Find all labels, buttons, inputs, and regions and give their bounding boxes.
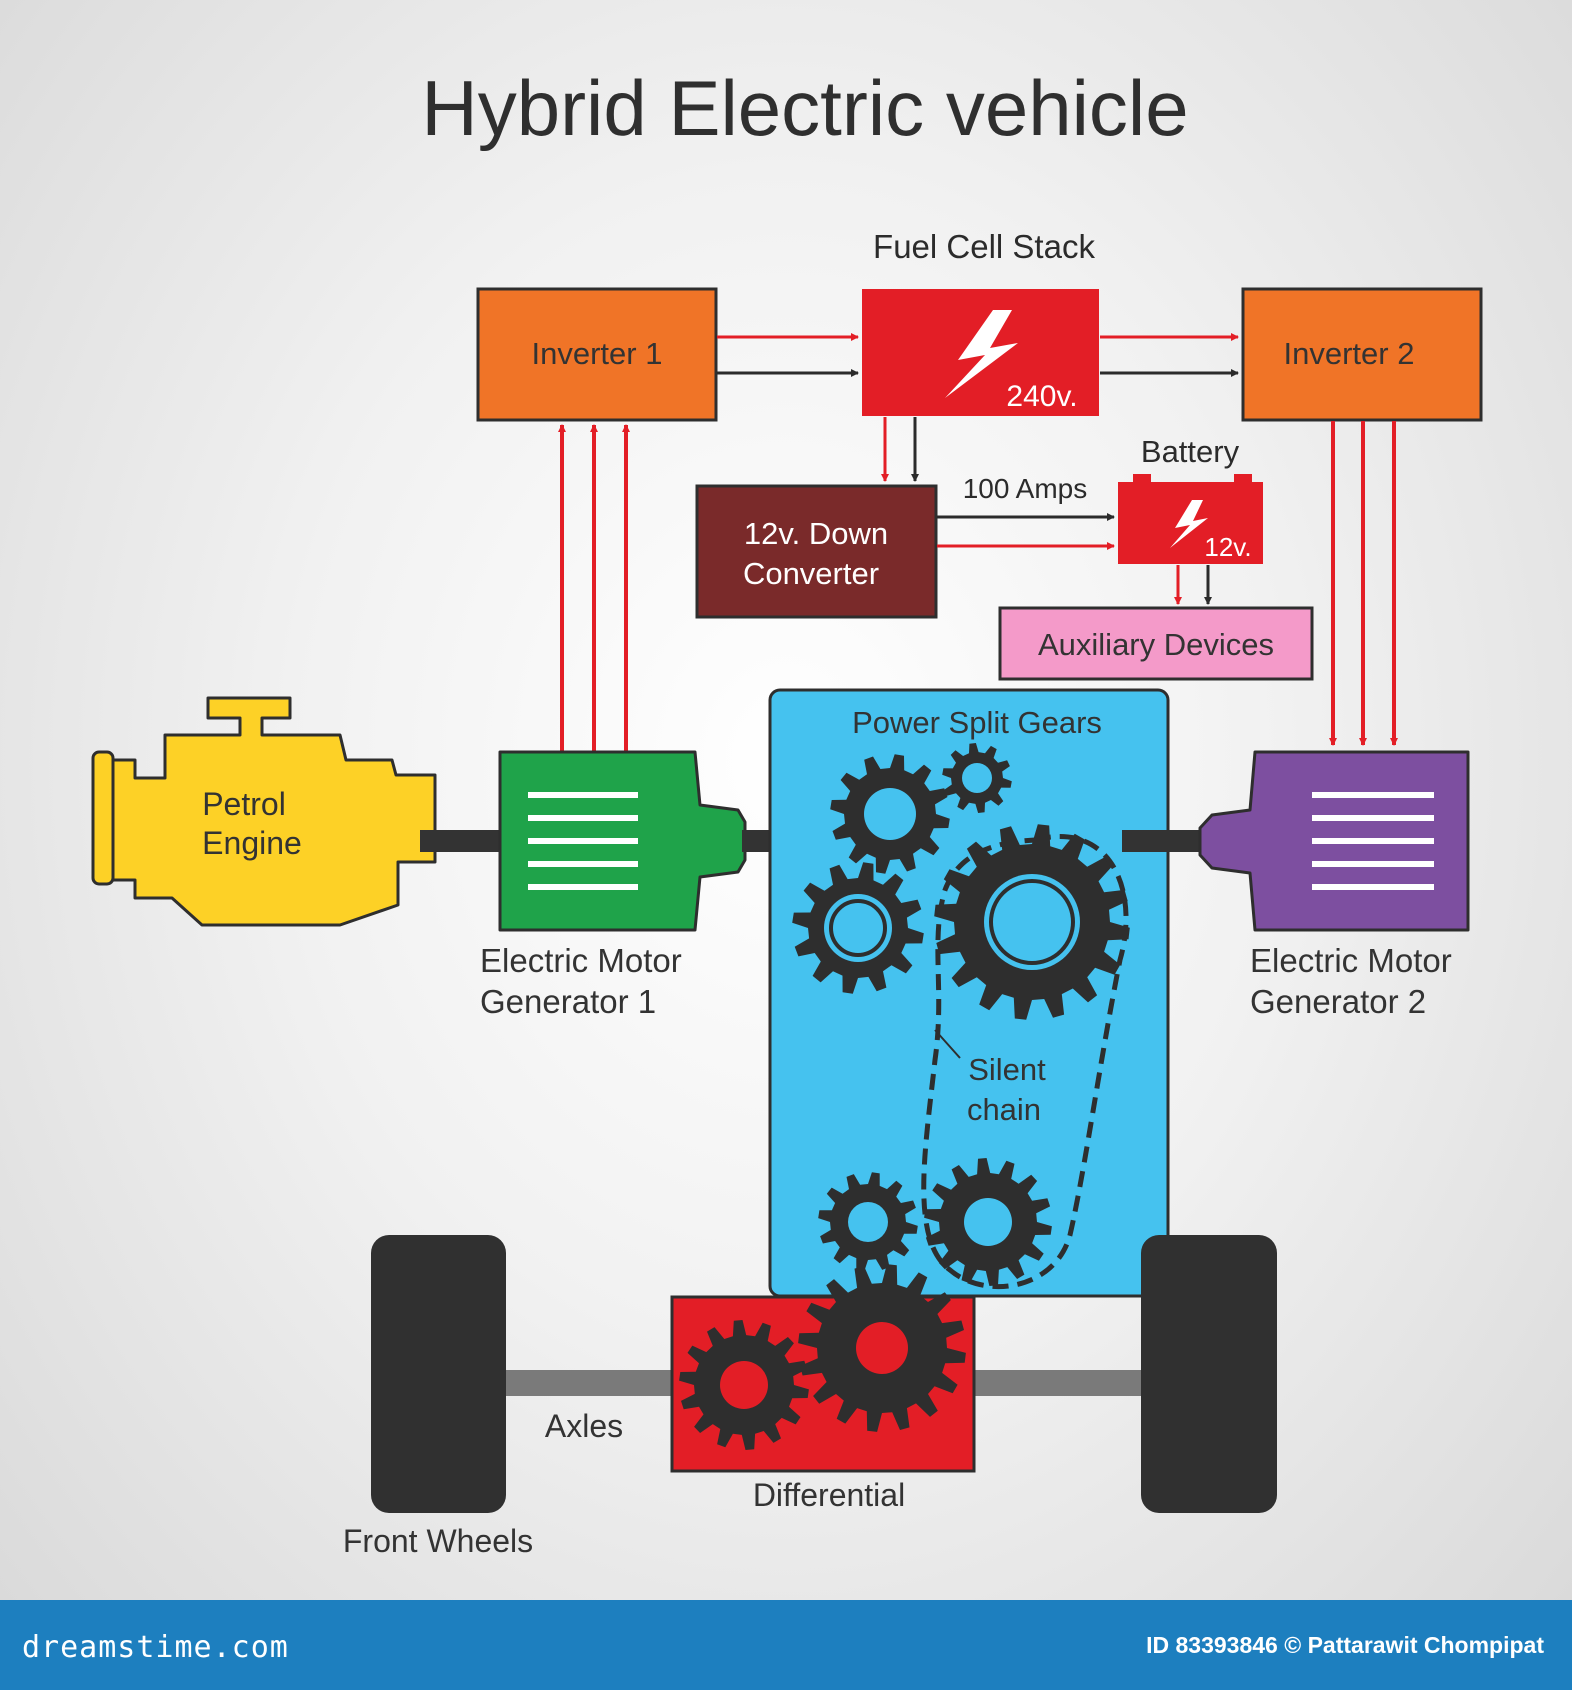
footer-site-name: dreamstime.com (22, 1630, 289, 1665)
gear-icon (830, 754, 950, 874)
differential-label: Differential (753, 1477, 905, 1513)
electric-motor-generator-2: Electric Motor Generator 2 (1198, 750, 1470, 1020)
down-converter-label-line1: 12v. Down (744, 516, 888, 551)
battery-box: 12v. (1118, 474, 1263, 564)
gear-icon (934, 824, 1130, 1020)
hybrid-vehicle-diagram: Hybrid Electric vehicle Fuel Cell Stack … (91, 64, 1483, 1559)
down-converter-label-line2: Converter (743, 556, 879, 591)
right-front-wheel (1141, 1235, 1277, 1513)
emg1-label-line1: Electric Motor (480, 942, 682, 979)
gear-icon (924, 1158, 1052, 1286)
petrol-engine: Petrol Engine (91, 696, 437, 927)
gear-icon (818, 1172, 918, 1272)
auxiliary-devices-box: Auxiliary Devices (998, 606, 1314, 681)
amps-label: 100 Amps (963, 473, 1088, 504)
axles-label: Axles (545, 1408, 623, 1444)
gear-icon (798, 1264, 966, 1432)
inverter-1-box: Inverter 1 (476, 287, 718, 422)
petrol-engine-label-line1: Petrol (202, 786, 286, 822)
emg2-shaft (1122, 830, 1202, 852)
power-split-label: Power Split Gears (852, 705, 1102, 740)
silent-chain-label-line2: chain (967, 1092, 1041, 1127)
inverter-2-label: Inverter 2 (1284, 336, 1415, 371)
down-converter-box: 12v. Down Converter (695, 484, 938, 619)
lightning-bolt-icon (945, 310, 1018, 398)
battery-lightning-icon (1170, 500, 1208, 548)
differential-gears-layer (679, 1264, 966, 1450)
emg2-label-line1: Electric Motor (1250, 942, 1452, 979)
emg2-vent-lines (1312, 792, 1434, 890)
front-wheels-label: Front Wheels (343, 1523, 533, 1559)
footer-bar: dreamstime.com ID 83393846 © Pattarawit … (0, 1600, 1572, 1690)
inverter-1-label: Inverter 1 (532, 336, 663, 371)
diagram-title: Hybrid Electric vehicle (421, 64, 1188, 152)
emg1-vent-lines (528, 792, 638, 890)
petrol-engine-label-line2: Engine (202, 825, 302, 861)
gear-icon (942, 743, 1012, 813)
emg1-label-line2: Generator 1 (480, 983, 656, 1020)
fuel-cell-stack-box: 240v. (862, 289, 1099, 416)
inverter-2-box: Inverter 2 (1241, 287, 1483, 422)
gear-icon (679, 1320, 809, 1450)
silent-chain: Silent chain (921, 834, 1129, 1290)
left-front-wheel (371, 1235, 506, 1513)
electric-motor-generator-1: Electric Motor Generator 1 (480, 750, 747, 1020)
voltage-12-label: 12v. (1204, 532, 1251, 562)
emg2-label-line2: Generator 2 (1250, 983, 1426, 1020)
fuel-cell-stack-label: Fuel Cell Stack (873, 228, 1095, 265)
engine-shaft (420, 830, 500, 852)
battery-label: Battery (1141, 434, 1240, 469)
gear-icon (792, 862, 924, 994)
auxiliary-devices-label: Auxiliary Devices (1038, 627, 1274, 662)
gears-layer (792, 743, 1130, 1286)
silent-chain-label-line1: Silent (968, 1052, 1046, 1087)
footer-credit: ID 83393846 © Pattarawit Chompipat (1146, 1632, 1544, 1658)
voltage-240-label: 240v. (1006, 380, 1077, 413)
